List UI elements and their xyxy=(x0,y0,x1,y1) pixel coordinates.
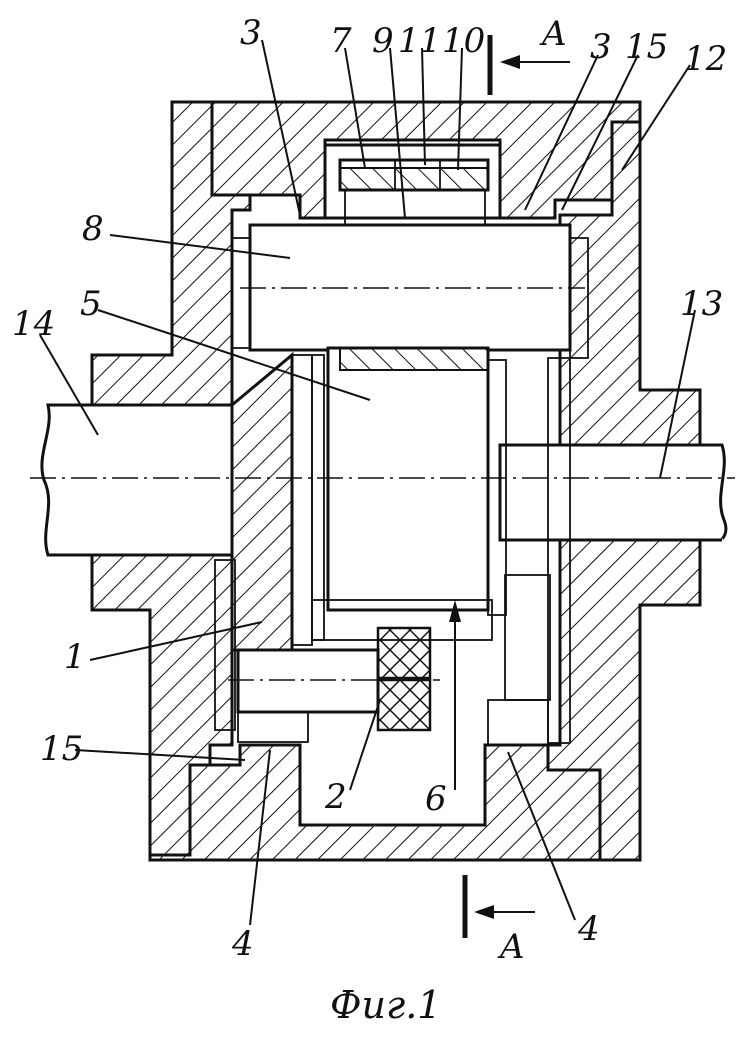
shaft-14 xyxy=(40,403,234,557)
leader-lines xyxy=(39,39,696,926)
label-4-left: 4 xyxy=(231,924,254,964)
label-3-right: 3 xyxy=(590,27,612,67)
shaft-13 xyxy=(498,443,728,542)
label-13: 13 xyxy=(680,284,723,324)
carrier-1 xyxy=(214,351,325,731)
label-12: 12 xyxy=(684,39,727,79)
label-section-top: A xyxy=(539,14,567,54)
label-1: 1 xyxy=(64,637,86,677)
label-10: 10 xyxy=(442,21,485,61)
bearing-2 xyxy=(228,626,440,743)
shaft-8 xyxy=(231,223,589,359)
label-9: 9 xyxy=(372,21,394,61)
section-mark-bottom xyxy=(462,875,535,938)
label-11: 11 xyxy=(398,21,441,61)
label-14: 14 xyxy=(12,304,55,344)
figure-caption: Фиг.1 xyxy=(330,983,441,1027)
label-8: 8 xyxy=(82,209,104,249)
section-mark-top xyxy=(487,35,570,95)
label-15-left: 15 xyxy=(40,729,83,769)
label-4-right: 4 xyxy=(577,909,600,949)
label-section-bottom: A xyxy=(497,927,525,967)
label-6: 6 xyxy=(425,779,447,819)
label-3-left: 3 xyxy=(240,13,262,53)
right-flange xyxy=(487,357,571,746)
label-2: 2 xyxy=(324,777,347,817)
label-15-right: 15 xyxy=(625,27,668,67)
label-7: 7 xyxy=(330,21,352,61)
gear-5 xyxy=(311,346,507,641)
arrow-6 xyxy=(449,600,461,790)
label-5: 5 xyxy=(80,284,102,324)
gear-assembly-7-11 xyxy=(323,143,502,226)
